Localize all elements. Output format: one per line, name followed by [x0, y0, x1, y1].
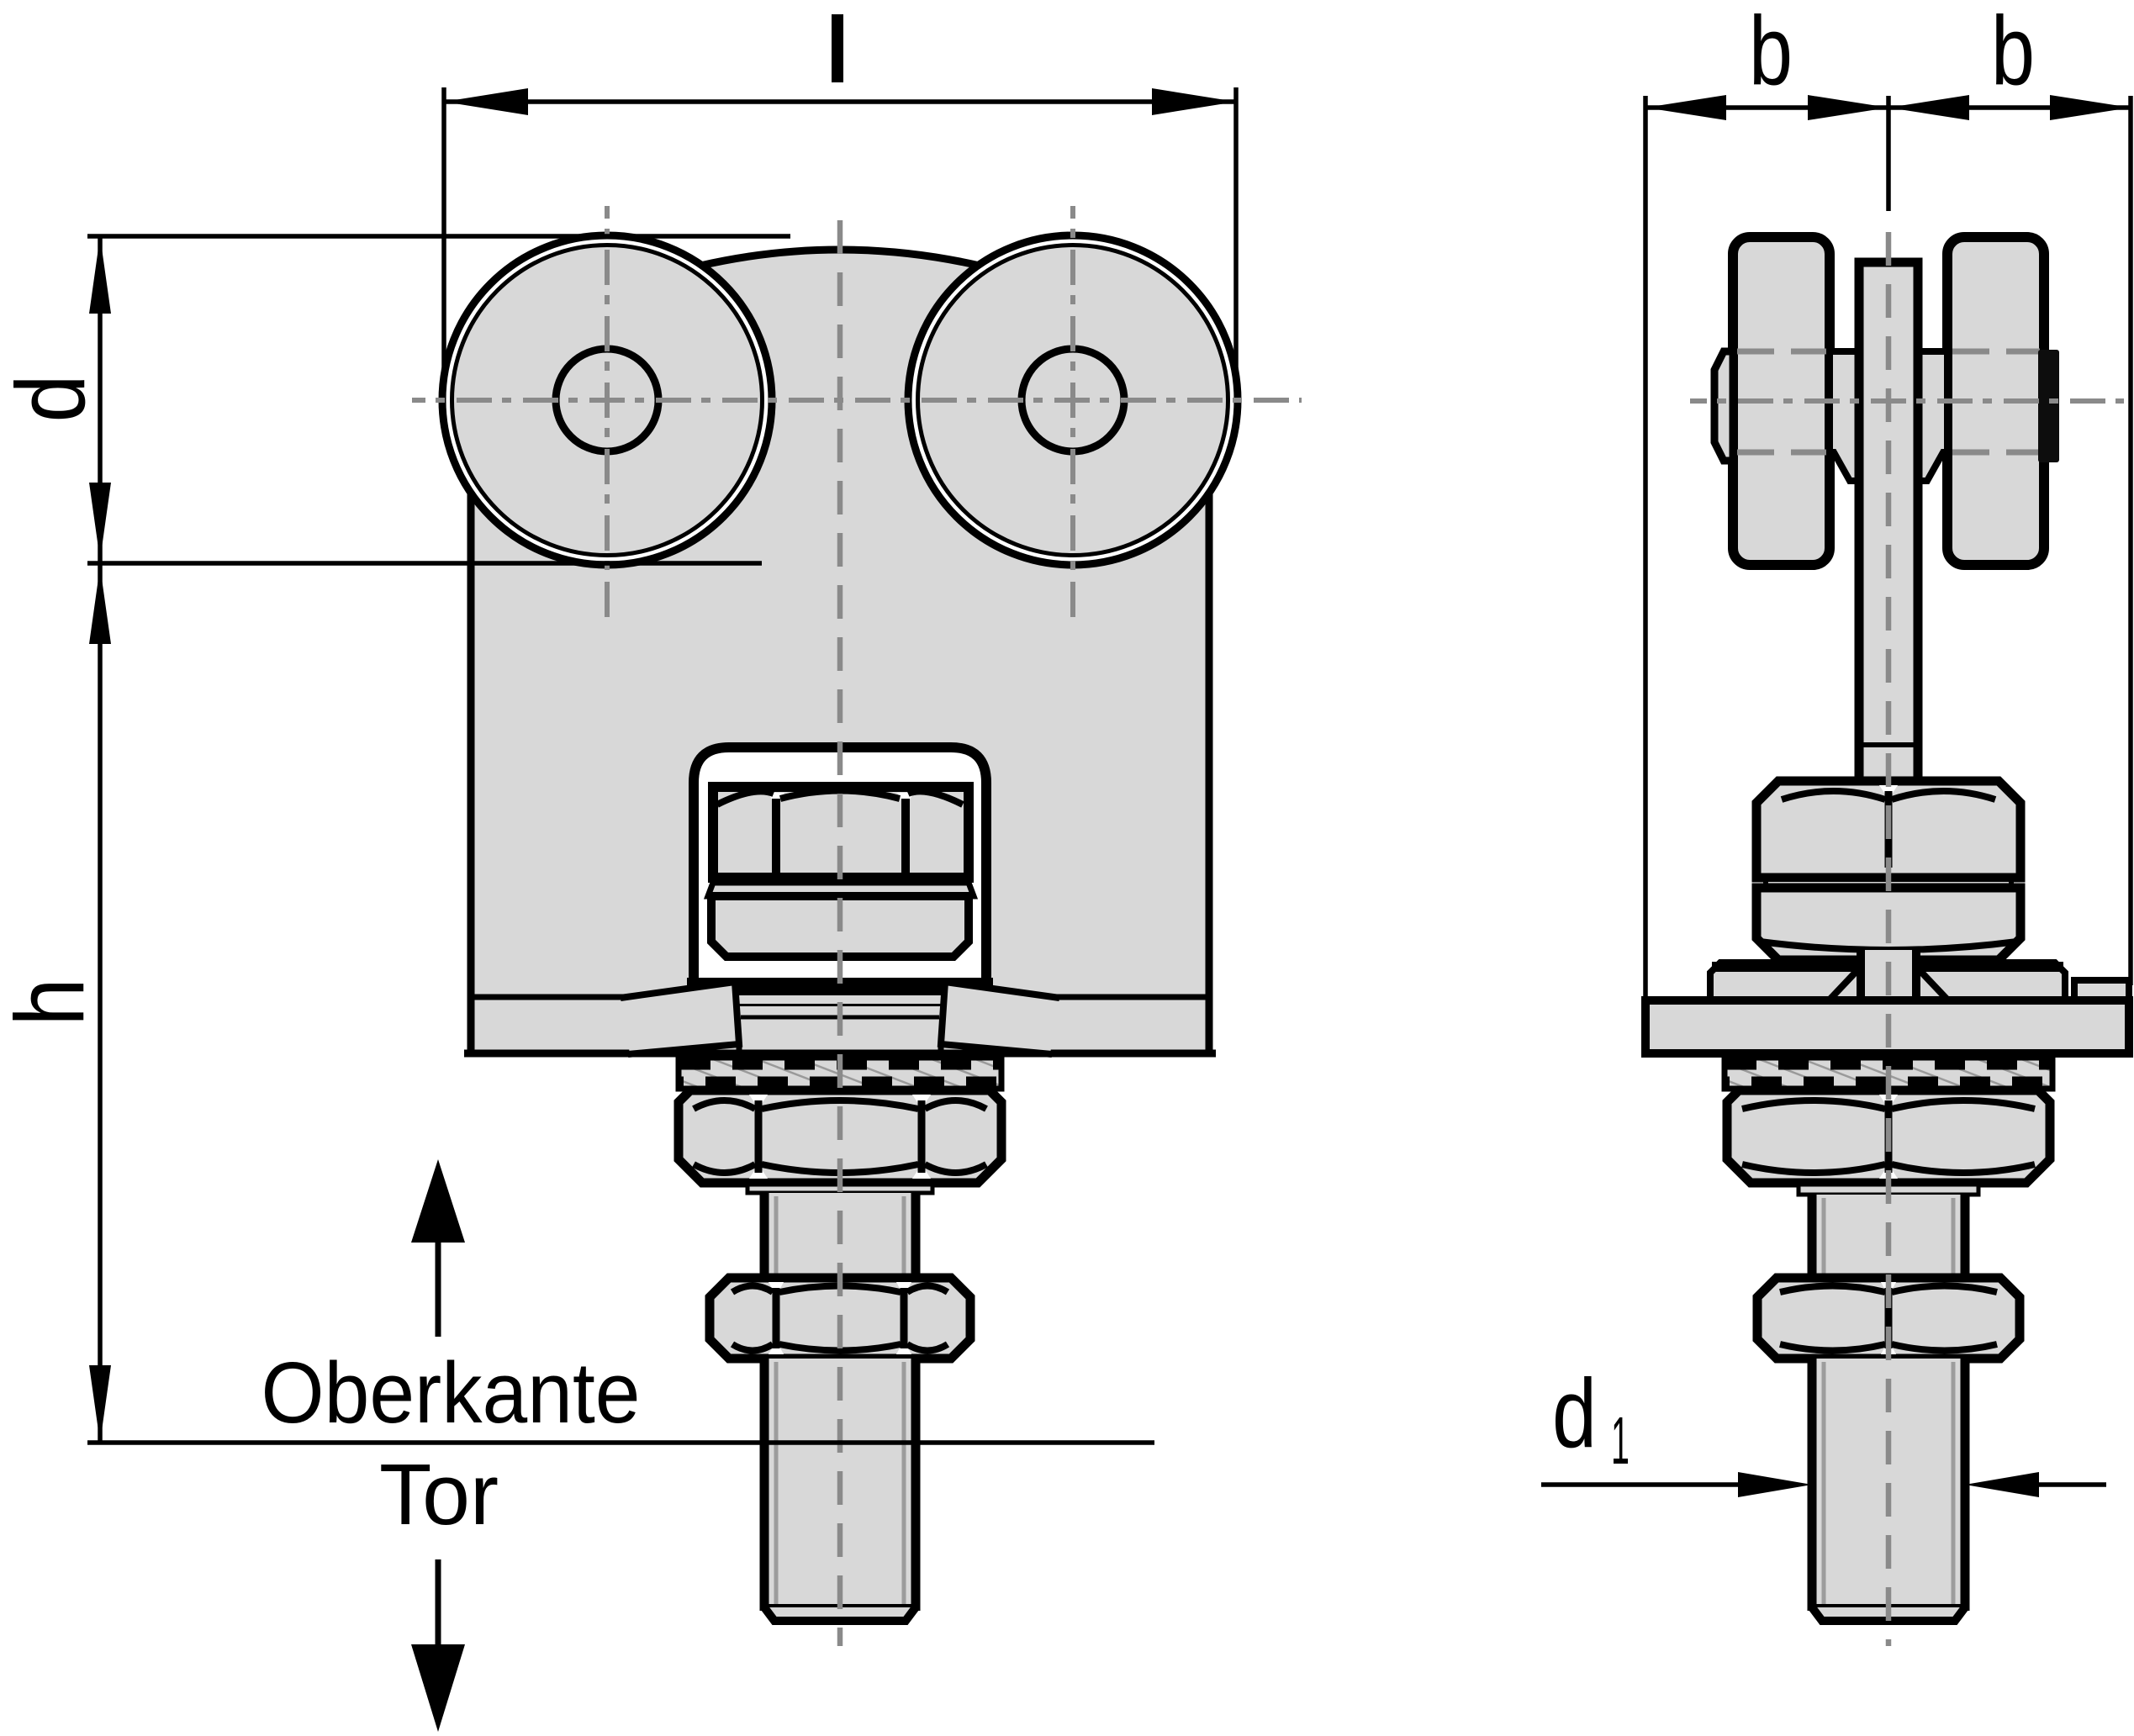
svg-text:Oberkante: Oberkante [261, 1344, 641, 1441]
svg-text:b: b [1991, 0, 2035, 105]
svg-text:h: h [0, 979, 104, 1026]
svg-text:d: d [1552, 1359, 1597, 1468]
svg-text:1: 1 [1611, 1403, 1630, 1478]
svg-text:Tor: Tor [379, 1446, 499, 1543]
svg-text:b: b [1749, 0, 1793, 105]
svg-text:d: d [0, 375, 105, 423]
